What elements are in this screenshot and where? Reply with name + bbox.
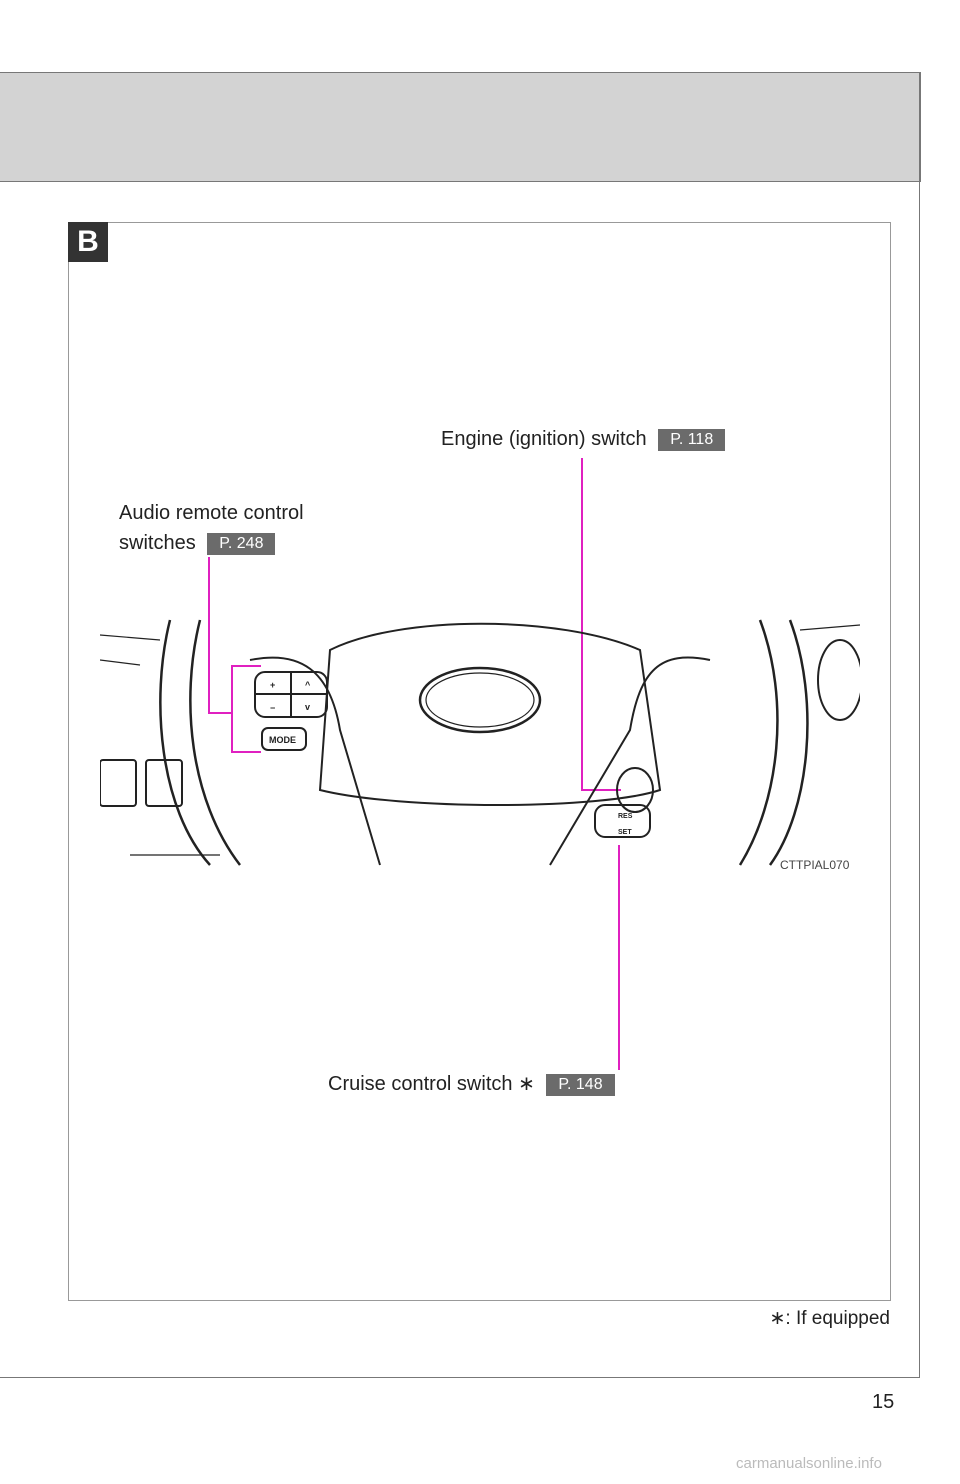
- set-button-label: SET: [618, 829, 632, 836]
- page-number: 15: [872, 1391, 895, 1413]
- cruise-control-label: Cruise control switch: [328, 1073, 513, 1095]
- steering-wheel-illustration: + − ^ v MODE RES SET: [100, 619, 860, 866]
- page-frame-bottom: [0, 1377, 920, 1378]
- watermark: carmanualsonline.info: [736, 1455, 882, 1472]
- res-button-label: RES: [618, 813, 633, 820]
- chevron-down-icon: v: [305, 702, 310, 712]
- cruise-control-callout: Cruise control switch ∗ P. 148: [328, 1071, 615, 1096]
- footnote: ∗: If equipped: [769, 1307, 890, 1330]
- audio-bracket-top: [231, 665, 261, 667]
- cruise-control-page-ref[interactable]: P. 148: [546, 1073, 615, 1096]
- cruise-asterisk-icon: ∗: [518, 1073, 535, 1095]
- audio-leader-vertical: [208, 557, 210, 713]
- section-box: [68, 222, 891, 1301]
- mode-button-label: MODE: [269, 735, 296, 745]
- plus-icon: +: [270, 680, 275, 690]
- engine-switch-label: Engine (ignition) switch: [441, 428, 647, 450]
- audio-bracket: [231, 665, 233, 753]
- footnote-asterisk-icon: ∗: [769, 1308, 786, 1329]
- audio-bracket-bottom: [231, 751, 261, 753]
- minus-icon: −: [270, 703, 275, 713]
- audio-leader-horizontal: [208, 712, 232, 714]
- audio-switches-label-line1: Audio remote control: [119, 502, 304, 524]
- audio-switches-callout: switches P. 248: [119, 532, 276, 555]
- engine-leader-vertical: [581, 458, 583, 790]
- section-tag: B: [68, 222, 108, 262]
- footnote-text: : If equipped: [785, 1308, 890, 1329]
- engine-switch-page-ref[interactable]: P. 118: [658, 428, 726, 451]
- cruise-leader-vertical: [618, 845, 620, 1070]
- audio-switches-page-ref[interactable]: P. 248: [207, 532, 276, 555]
- page-frame-right: [919, 72, 920, 1378]
- engine-leader-horizontal: [581, 789, 621, 791]
- chevron-up-icon: ^: [305, 680, 311, 690]
- audio-switches-label-line2: switches: [119, 532, 196, 554]
- engine-switch-callout: Engine (ignition) switch P. 118: [441, 428, 726, 451]
- header-band: [0, 72, 921, 182]
- figure-code: CTTPIAL070: [780, 858, 850, 872]
